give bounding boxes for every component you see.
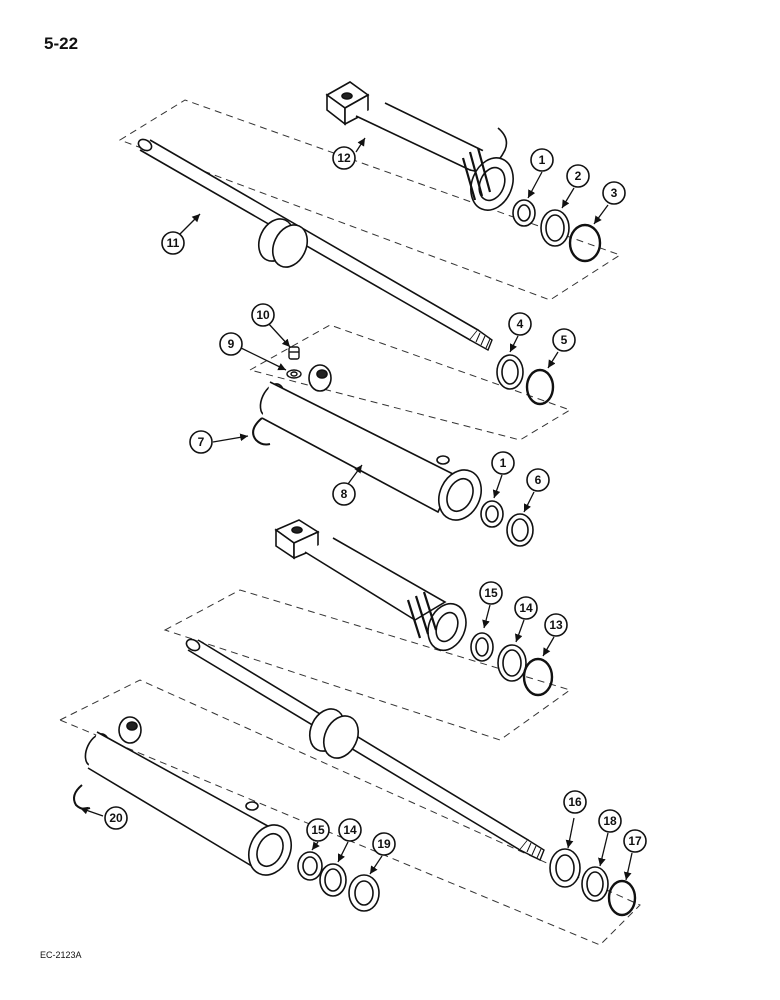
svg-text:13: 13: [549, 618, 563, 632]
callouts: 1 2 3 4 5 6 7 8 9 10 11 12 1 13 14 15 16…: [104, 146, 647, 856]
seal-1-upper: [512, 199, 536, 227]
o-ring-17: [607, 879, 637, 917]
svg-text:12: 12: [337, 151, 351, 165]
svg-text:5: 5: [561, 333, 568, 347]
callout-10: 10: [251, 303, 275, 327]
svg-text:10: 10: [256, 308, 270, 322]
svg-text:8: 8: [341, 487, 348, 501]
grease-fitting-10: [288, 346, 300, 360]
svg-text:4: 4: [517, 317, 524, 331]
callout-15-lower: 15: [306, 818, 330, 842]
svg-text:14: 14: [343, 823, 357, 837]
callout-1-middle: 1: [491, 451, 515, 475]
seal-1-middle: [480, 500, 504, 528]
callout-15-upper: 15: [479, 581, 503, 605]
rod-lower: [185, 638, 545, 861]
callout-19: 19: [372, 832, 396, 856]
callout-17: 17: [623, 829, 647, 853]
figure-code: EC-2123A: [40, 950, 82, 960]
wiper-19: [348, 874, 380, 912]
o-ring-5: [525, 368, 555, 406]
seal-4: [496, 354, 524, 390]
callout-7: 7: [189, 430, 213, 454]
cylinder-barrel-8: [259, 364, 482, 521]
callout-3: 3: [602, 181, 626, 205]
callout-14-upper: 14: [514, 596, 538, 620]
callout-5: 5: [552, 328, 576, 352]
svg-text:3: 3: [611, 186, 618, 200]
callout-12: 12: [332, 146, 356, 170]
seal-16: [549, 848, 581, 888]
callout-18: 18: [598, 809, 622, 833]
svg-text:15: 15: [311, 823, 325, 837]
piston-rod-lower: [274, 519, 467, 652]
svg-text:19: 19: [377, 837, 391, 851]
svg-text:6: 6: [535, 473, 542, 487]
snap-ring-7: [252, 417, 271, 446]
cylinder-barrel-lower: [84, 716, 292, 876]
svg-text:15: 15: [484, 586, 498, 600]
seal-14-lower: [319, 863, 347, 897]
seal-15-lower: [297, 851, 323, 881]
seal-14-upper: [497, 644, 527, 682]
seal-15-upper: [470, 632, 494, 662]
svg-text:14: 14: [519, 601, 533, 615]
rod-11: [137, 138, 493, 351]
svg-text:9: 9: [228, 337, 235, 351]
o-ring-13: [522, 657, 554, 697]
svg-text:16: 16: [568, 795, 582, 809]
callout-20: 20: [104, 806, 128, 830]
callout-9: 9: [219, 332, 243, 356]
svg-text:7: 7: [198, 435, 205, 449]
svg-text:20: 20: [109, 811, 123, 825]
callout-11: 11: [161, 231, 185, 255]
o-ring-3: [568, 223, 602, 263]
svg-text:18: 18: [603, 814, 617, 828]
assembly-guide-lines: [58, 99, 641, 946]
svg-text:1: 1: [539, 153, 546, 167]
callout-4: 4: [508, 312, 532, 336]
callout-6: 6: [526, 468, 550, 492]
callout-13: 13: [544, 613, 568, 637]
piston-rod-12: [325, 81, 514, 211]
svg-text:11: 11: [167, 236, 180, 250]
callout-8: 8: [332, 482, 356, 506]
seal-6: [506, 513, 534, 547]
leader-lines: [79, 137, 633, 881]
snap-ring-20: [73, 784, 91, 810]
washer-9: [286, 369, 302, 379]
svg-text:2: 2: [575, 169, 582, 183]
svg-text:1: 1: [500, 456, 507, 470]
callout-1-upper: 1: [530, 148, 554, 172]
svg-text:17: 17: [628, 834, 642, 848]
seal-18: [581, 866, 609, 902]
seal-2: [540, 209, 570, 247]
callout-14-lower: 14: [338, 818, 362, 842]
callout-2: 2: [566, 164, 590, 188]
callout-16: 16: [563, 790, 587, 814]
page-number: 5-22: [44, 34, 79, 53]
